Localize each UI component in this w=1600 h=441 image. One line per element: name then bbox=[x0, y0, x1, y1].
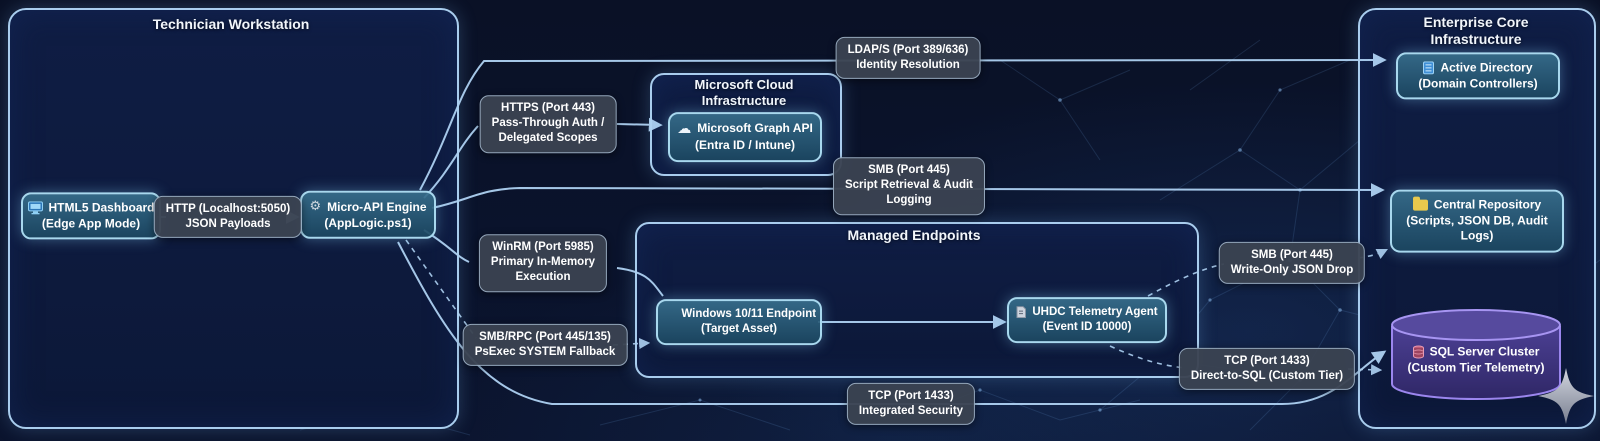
edge-label-tcp-direct: TCP (Port 1433) Direct-to-SQL (Custom Ti… bbox=[1178, 347, 1356, 391]
node-label: SQL Server Cluster bbox=[1429, 344, 1540, 359]
node-sublabel2: Logs) bbox=[1460, 228, 1494, 243]
node-sql-server-cluster: SQL Server Cluster (Custom Tier Telemetr… bbox=[1390, 312, 1562, 409]
edge-label-smb-rpc: SMB/RPC (Port 445/135) PsExec SYSTEM Fal… bbox=[462, 323, 628, 367]
windows-icon bbox=[662, 308, 676, 322]
edge-label-line: Delegated Scopes bbox=[498, 132, 598, 145]
edge-label-line: SMB (Port 445) bbox=[1251, 248, 1333, 261]
node-sublabel: (Scripts, JSON DB, Audit bbox=[1406, 213, 1548, 228]
node-label: Central Repository bbox=[1433, 197, 1542, 212]
node-label: Active Directory bbox=[1440, 60, 1533, 75]
node-uhdc-telemetry-agent: UHDC Telemetry Agent (Event ID 10000) bbox=[1007, 297, 1167, 343]
edge-label-line: PsExec SYSTEM Fallback bbox=[474, 346, 616, 358]
node-sublabel: (AppLogic.ps1) bbox=[324, 215, 412, 230]
node-ms-graph-api: ☁ Microsoft Graph API (Entra ID / Intune… bbox=[668, 112, 822, 162]
node-sublabel: (Entra ID / Intune) bbox=[695, 138, 795, 153]
cloud-title: Microsoft Cloud Infrastructure bbox=[695, 77, 794, 109]
enterprise-title: Enterprise Core Infrastructure bbox=[1423, 14, 1528, 48]
enterprise-title-line1: Enterprise Core bbox=[1423, 14, 1529, 30]
node-sublabel: (Custom Tier Telemetry) bbox=[1407, 360, 1545, 374]
edge-label-winrm: WinRM (Port 5985) Primary In-Memory Exec… bbox=[478, 234, 608, 292]
edge-label-ldap: LDAP/S (Port 389/636) Identity Resolutio… bbox=[835, 36, 981, 80]
edge-label-smb-drop: SMB (Port 445) Write-Only JSON Drop bbox=[1218, 241, 1366, 285]
script-icon bbox=[1016, 306, 1027, 319]
edge-label-line: Direct-to-SQL (Custom Tier) bbox=[1190, 370, 1344, 382]
edge-label-line: Pass-Through Auth / bbox=[491, 117, 605, 130]
edge-label-https: HTTPS (Port 443) Pass-Through Auth / Del… bbox=[479, 95, 617, 153]
node-label: Microsoft Graph API bbox=[697, 121, 813, 136]
directory-icon bbox=[1423, 61, 1435, 75]
node-active-directory: Active Directory (Domain Controllers) bbox=[1396, 52, 1560, 100]
node-central-repository: Central Repository (Scripts, JSON DB, Au… bbox=[1390, 189, 1564, 253]
node-sublabel: (Edge App Mode) bbox=[41, 216, 141, 230]
edge-label-line: TCP (Port 1433) bbox=[868, 389, 954, 402]
edge-label-http: HTTP (Localhost:5050) JSON Payloads bbox=[153, 195, 303, 239]
node-windows-endpoint: Windows 10/11 Endpoint (Target Asset) bbox=[656, 299, 822, 345]
endpoints-title: Managed Endpoints bbox=[847, 227, 981, 243]
node-micro-api-engine: ⚙ Micro-API Engine (AppLogic.ps1) bbox=[300, 190, 436, 240]
node-label: Micro-API Engine bbox=[327, 199, 427, 214]
edge-label-line: SMB (Port 445) bbox=[868, 164, 950, 177]
edge-label-line: Logging bbox=[886, 194, 932, 207]
edge-label-line: LDAP/S (Port 389/636) bbox=[847, 43, 969, 56]
edge-label-line: TCP (Port 1433) bbox=[1224, 354, 1310, 367]
node-label: HTML5 Dashboard bbox=[48, 200, 155, 215]
node-sublabel: (Domain Controllers) bbox=[1418, 76, 1538, 90]
node-html5-dashboard: HTML5 Dashboard (Edge App Mode) bbox=[21, 192, 161, 240]
edge-label-line: HTTP (Localhost:5050) bbox=[165, 202, 291, 215]
cloud-title-line2: Infrastructure bbox=[701, 92, 787, 108]
edge-label-line: WinRM (Port 5985) bbox=[492, 241, 594, 254]
enterprise-title-line2: Infrastructure bbox=[1430, 31, 1522, 48]
edge-label-line: JSON Payloads bbox=[185, 218, 271, 230]
edge-label-line: Primary In-Memory bbox=[490, 256, 596, 269]
edge-label-line: Write-Only JSON Drop bbox=[1230, 264, 1354, 276]
node-label: Windows 10/11 Endpoint bbox=[681, 308, 817, 321]
workstation-title: Technician Workstation bbox=[152, 16, 310, 32]
edge-label-line: Identity Resolution bbox=[856, 59, 960, 71]
cloud-title-line1: Microsoft Cloud bbox=[694, 77, 794, 92]
edge-label-smb-script: SMB (Port 445) Script Retrieval & Audit … bbox=[832, 157, 986, 215]
folder-icon bbox=[1412, 196, 1428, 211]
edge-label-line: HTTPS (Port 443) bbox=[501, 102, 595, 115]
edge-label-line: Script Retrieval & Audit bbox=[844, 179, 974, 192]
monitor-icon bbox=[27, 201, 43, 215]
database-icon bbox=[1412, 345, 1424, 359]
node-label: UHDC Telemetry Agent bbox=[1032, 306, 1158, 319]
edge-label-line: SMB/RPC (Port 445/135) bbox=[479, 330, 611, 343]
edge-label-tcp-integrated: TCP (Port 1433) Integrated Security bbox=[846, 382, 976, 426]
cloud-icon: ☁ bbox=[677, 121, 692, 138]
gear-icon: ⚙ bbox=[309, 198, 322, 214]
edge-label-line: Execution bbox=[515, 271, 571, 284]
node-sublabel: (Target Asset) bbox=[700, 323, 778, 335]
edge-label-line: Integrated Security bbox=[858, 405, 964, 417]
node-sublabel: (Event ID 10000) bbox=[1042, 321, 1132, 333]
